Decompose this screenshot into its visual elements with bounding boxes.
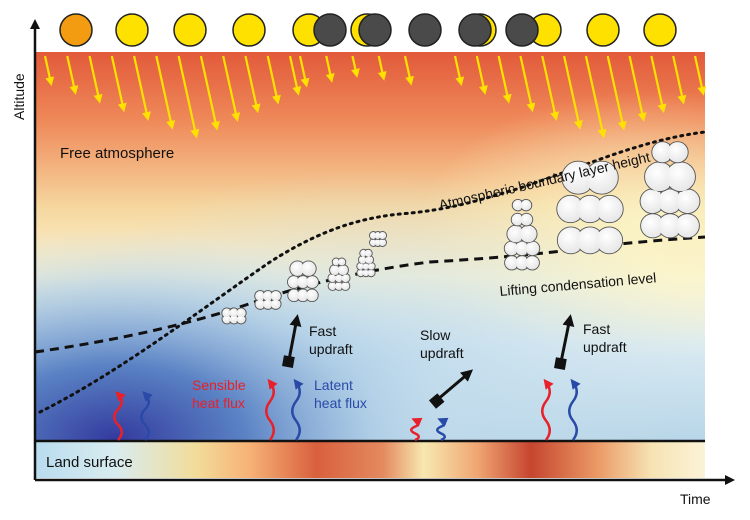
moon-icon [505, 13, 539, 47]
sun-ray [298, 55, 310, 88]
sun-ray [672, 55, 687, 105]
cloud-icon [287, 260, 319, 303]
wavy-arrow-icon [541, 378, 554, 441]
fast-updraft-1-line2: updraft [309, 341, 353, 357]
sun-ray [497, 55, 512, 104]
wavy-arrow-icon [113, 391, 126, 441]
cloud-icon [254, 290, 282, 310]
sun-ray [453, 55, 465, 87]
sun-ray [244, 55, 261, 114]
sun-ray [110, 55, 127, 113]
sun-ray [475, 55, 488, 95]
sun-icon [59, 13, 93, 47]
updraft-arrow-icon [436, 369, 474, 402]
sun-ray [628, 55, 647, 122]
sun-icon [643, 13, 677, 47]
updraft-origin-marker [428, 393, 445, 409]
cumulus-clouds [221, 141, 701, 325]
cloud-icon [639, 141, 701, 239]
moon-icon [358, 13, 392, 47]
cloud-icon [356, 248, 376, 278]
sun-ray [177, 55, 200, 139]
sun-ray [222, 55, 241, 122]
sun-ray [519, 55, 536, 113]
updraft-arrow-icon [559, 314, 575, 363]
sensible-heat-flux-line2: heat flux [192, 395, 245, 411]
latent-heat-flux-line1: Latent [314, 377, 353, 393]
abl-height-line [38, 130, 707, 414]
slow-updraft-line1: Slow [420, 327, 451, 343]
moon-icon [408, 13, 442, 47]
sun-ray [693, 55, 707, 96]
land-surface-strip [35, 442, 705, 478]
slow-updraft-line2: updraft [420, 345, 464, 361]
free-atmosphere-label: Free atmosphere [60, 145, 174, 162]
sun-ray [43, 55, 55, 87]
cloud-icon [503, 199, 541, 271]
sun-ray [650, 55, 667, 114]
updraft-origin-marker [282, 355, 295, 368]
sun-ray [66, 55, 79, 95]
sun-icon [232, 13, 266, 47]
sun-icon [586, 13, 620, 47]
sun-rays [43, 55, 707, 139]
wavy-arrow-icon [140, 391, 153, 441]
sun-ray [403, 55, 414, 86]
land-surface-label: Land surface [46, 454, 133, 471]
y-axis-label: Altitude [11, 73, 27, 120]
lcl-line [34, 235, 706, 354]
updraft-origin-marker [554, 357, 567, 370]
fast-updraft-2: Fast updraft [554, 314, 627, 370]
sun-ray [266, 55, 281, 105]
sensible-heat-flux-line1: Sensible [192, 377, 246, 393]
sun-ray [199, 55, 220, 131]
sun-ray [350, 55, 360, 78]
sun-ray [88, 55, 103, 104]
sun-icon [173, 13, 207, 47]
sun-ray [325, 55, 335, 83]
sun-ray [288, 55, 302, 96]
sun-ray [133, 55, 151, 122]
fast-updraft-2-line1: Fast [583, 321, 610, 337]
sun-ray [584, 55, 607, 139]
sun-icon [115, 13, 149, 47]
fast-updraft-1-line1: Fast [309, 323, 336, 339]
fast-updraft-1: Fast updraft [282, 314, 353, 368]
fast-updraft-2-line2: updraft [583, 339, 627, 355]
cloud-icon [368, 231, 388, 247]
wavy-arrow-icon [568, 378, 581, 441]
wavy-arrow-icon [436, 417, 449, 442]
sun-ray [377, 55, 387, 81]
moon-icon [313, 13, 347, 47]
sun-moon-sequence [59, 13, 677, 47]
wavy-arrow-icon [265, 378, 278, 441]
x-axis-label: Time [680, 491, 711, 507]
sun-ray [155, 55, 176, 130]
sun-ray [606, 55, 627, 131]
latent-heat-flux-line2: heat flux [314, 395, 367, 411]
moon-icon [458, 13, 492, 47]
updraft-arrow-icon [287, 314, 302, 361]
sun-ray [563, 55, 583, 130]
cloud-icon [556, 160, 624, 255]
cloud-icon [327, 257, 351, 291]
heat-flux-arrows [113, 378, 581, 442]
slow-updraft: Slow updraft [420, 327, 474, 409]
sun-ray [541, 55, 560, 122]
cloud-icon [221, 307, 247, 325]
wavy-arrow-icon [410, 417, 423, 442]
wavy-arrow-icon [291, 378, 304, 441]
